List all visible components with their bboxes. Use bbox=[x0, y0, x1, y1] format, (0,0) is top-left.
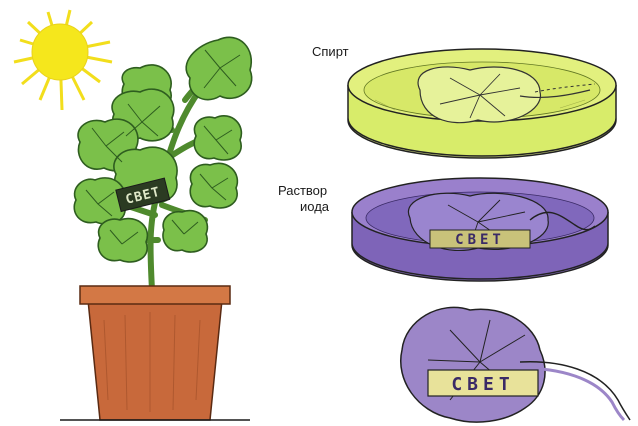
flower-pot bbox=[80, 286, 230, 420]
iodine-petri-dish: СВЕТ bbox=[352, 178, 608, 281]
leaf-icon bbox=[401, 307, 545, 422]
sun-icon bbox=[14, 10, 112, 110]
leaf-stencil-text: СВЕТ bbox=[451, 374, 514, 395]
iodine-stencil-text: СВЕТ bbox=[455, 232, 505, 248]
stained-leaf: СВЕТ bbox=[401, 307, 630, 422]
iodine-label-line2: иода bbox=[300, 199, 330, 214]
alcohol-label: Спирт bbox=[312, 44, 349, 59]
iodine-label-line1: Раствор bbox=[278, 183, 327, 198]
alcohol-petri-dish bbox=[348, 49, 616, 158]
potted-plant-icon: СВЕТ bbox=[60, 37, 252, 420]
